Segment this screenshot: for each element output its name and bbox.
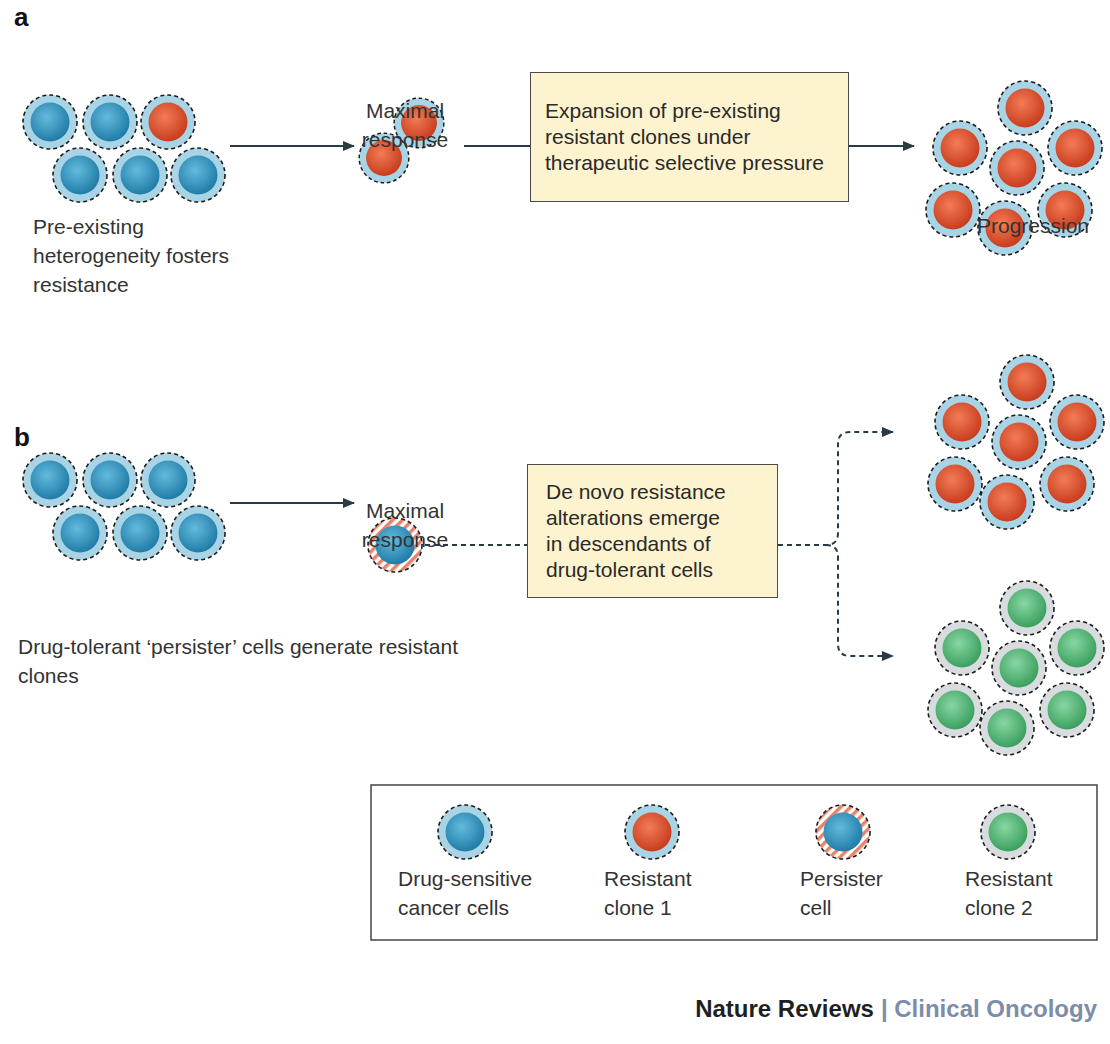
cancer-cell bbox=[1000, 355, 1054, 409]
resistant-clone-cluster bbox=[928, 355, 1104, 529]
legend-cell-icon bbox=[625, 805, 679, 859]
cancer-cell bbox=[23, 95, 77, 149]
legend-cell-icon bbox=[981, 805, 1035, 859]
cell-cluster: Maximal response bbox=[354, 96, 450, 184]
cell-cluster-shape bbox=[18, 92, 230, 204]
journal-name: Nature Reviews bbox=[695, 994, 874, 1024]
cell-caption: Maximal response bbox=[355, 496, 455, 554]
cancer-cell bbox=[992, 415, 1046, 469]
journal-name: | Clinical Oncology bbox=[881, 994, 1097, 1024]
cancer-cell bbox=[998, 81, 1052, 135]
box-text: Expansion of pre-existing resistant clon… bbox=[545, 98, 834, 176]
cancer-cell bbox=[1040, 683, 1094, 737]
cancer-cell bbox=[113, 148, 167, 202]
branch-arrow bbox=[826, 545, 893, 656]
process-box: Expansion of pre-existing resistant clon… bbox=[530, 72, 849, 202]
cell-cluster: Progression bbox=[920, 78, 1105, 258]
cancer-cell bbox=[990, 141, 1044, 195]
flow-connector bbox=[230, 145, 354, 147]
cancer-cell bbox=[1000, 581, 1054, 635]
cancer-cell bbox=[992, 641, 1046, 695]
cancer-cell bbox=[1040, 457, 1094, 511]
cell-caption: Pre-existing heterogeneity fosters resis… bbox=[33, 212, 233, 299]
cancer-cell bbox=[1048, 121, 1102, 175]
cancer-cell bbox=[928, 457, 982, 511]
cancer-cell bbox=[53, 148, 107, 202]
panel-letter: b bbox=[14, 422, 30, 452]
cancer-cell bbox=[23, 453, 77, 507]
flow-connector bbox=[464, 145, 530, 147]
legend-frame bbox=[371, 785, 1097, 940]
cancer-cell bbox=[113, 506, 167, 560]
cancer-cell bbox=[141, 95, 195, 149]
cancer-cell bbox=[926, 183, 980, 237]
legend-label: Resistant clone 2 bbox=[965, 864, 1075, 922]
cell-cluster: Drug-tolerant ‘persister’ cells generate… bbox=[18, 450, 230, 562]
cancer-cell bbox=[83, 453, 137, 507]
cancer-cell bbox=[141, 453, 195, 507]
cancer-cell bbox=[83, 95, 137, 149]
cancer-cell bbox=[935, 395, 989, 449]
legend-label: Resistant clone 1 bbox=[604, 864, 714, 922]
cancer-cell bbox=[53, 506, 107, 560]
cell-cluster: Pre-existing heterogeneity fosters resis… bbox=[18, 92, 230, 204]
legend-cell-icon bbox=[438, 805, 492, 859]
resistant-clone-cluster bbox=[928, 581, 1104, 755]
cancer-cell bbox=[171, 148, 225, 202]
process-box: De novo resistance alterations emerge in… bbox=[527, 464, 778, 598]
legend-label: Drug-sensitive cancer cells bbox=[398, 864, 548, 922]
branch-arrow bbox=[778, 432, 893, 545]
cell-caption: Drug-tolerant ‘persister’ cells generate… bbox=[18, 632, 478, 690]
cancer-cell bbox=[928, 683, 982, 737]
cancer-cell bbox=[1050, 395, 1104, 449]
cell-caption: Progression bbox=[958, 211, 1108, 240]
cancer-cell bbox=[1050, 621, 1104, 675]
cell-caption: Maximal response bbox=[355, 96, 455, 154]
flow-connector bbox=[849, 145, 914, 147]
legend-label: Persister cell bbox=[800, 864, 910, 922]
persister-cell: Maximal response bbox=[368, 518, 422, 572]
cancer-cell bbox=[171, 506, 225, 560]
cell-cluster-shape bbox=[18, 450, 230, 562]
cancer-cell bbox=[933, 121, 987, 175]
cancer-cell bbox=[935, 621, 989, 675]
cancer-cell bbox=[980, 701, 1034, 755]
publisher-footer: Nature Reviews| Clinical Oncology bbox=[695, 994, 1097, 1024]
panel-letter: a bbox=[14, 2, 28, 32]
flow-connector bbox=[230, 502, 354, 504]
cancer-cell bbox=[980, 475, 1034, 529]
legend-cell-icon bbox=[816, 805, 870, 859]
box-text: De novo resistance alterations emerge in… bbox=[546, 479, 738, 583]
